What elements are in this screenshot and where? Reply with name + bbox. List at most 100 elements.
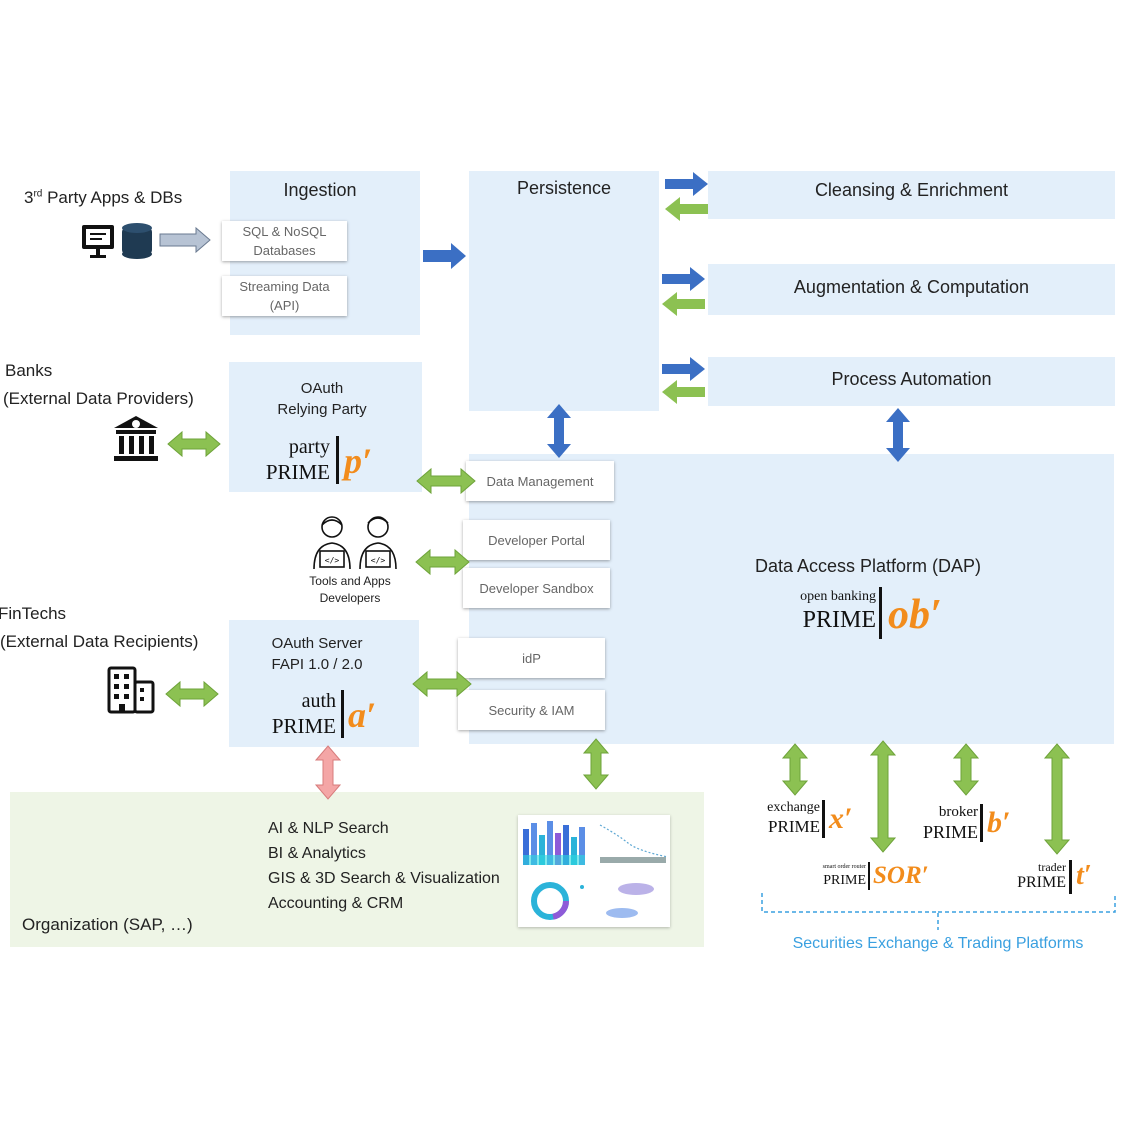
trading-label: Securities Exchange & Trading Platforms (792, 935, 1084, 952)
ob-prime: PRIME (802, 607, 876, 633)
trader-prime-logo: trader PRIME t′ (990, 858, 1110, 898)
ob-small: open banking (800, 589, 876, 604)
sql-nosql-card[interactable]: SQL & NoSQL Databases (222, 221, 347, 261)
analytics-thumbnail (518, 815, 670, 927)
office-building-icon (107, 666, 155, 714)
banks-label-2: (External Data Providers) (3, 389, 194, 408)
party-prime: PRIME (265, 460, 330, 484)
fintechs-label-2: (External Data Recipients) (0, 632, 199, 651)
arrow-persistence-automation-out (662, 357, 705, 381)
cleansing-box (708, 171, 1115, 219)
third-party-title: 3 (24, 188, 34, 207)
exchange-bar (822, 800, 825, 838)
augmentation-title: Augmentation & Computation (793, 277, 1030, 297)
org-item-gis: GIS & 3D Search & Visualization (268, 870, 500, 887)
auth-prime-logo: auth PRIME a′ (250, 686, 410, 742)
arrow-dap-sor (869, 740, 897, 853)
arrow-bank-oauth-rp (167, 430, 221, 458)
arrow-thirdparty-ingestion (159, 226, 211, 254)
arrow-persistence-augmentation-out (662, 267, 705, 291)
arrow-developers-portal (415, 548, 470, 576)
auth-bar (341, 690, 344, 738)
sql-line1: SQL & NoSQL (242, 224, 327, 239)
trader-bar (1069, 860, 1072, 894)
developers-line1: Tools and Apps (309, 574, 391, 588)
trader-prime: PRIME (1017, 874, 1066, 891)
sor-small: smart order router (822, 864, 866, 870)
auth-prime: PRIME (271, 714, 336, 738)
oauth-server-text: OAuth Server FAPI 1.0 / 2.0 (232, 633, 402, 675)
ob-prime-logo: open banking PRIME ob′ (760, 585, 1000, 643)
streaming-data-card[interactable]: Streaming Data (API) (222, 276, 347, 316)
developers-label: Tools and Apps Developers (290, 573, 410, 607)
party-mark: p′ (344, 441, 373, 481)
party-bar (336, 436, 339, 484)
security-iam-card[interactable]: Security & IAM (458, 690, 605, 730)
party-small: party (288, 436, 330, 458)
exchange-prime: PRIME (768, 817, 820, 836)
broker-prime: PRIME (922, 822, 978, 842)
org-item-ai: AI & NLP Search (268, 820, 389, 837)
svg-text:</>: </> (325, 556, 340, 565)
arrow-fintech-oauth-server (165, 680, 219, 708)
sor-prime-logo: smart order router PRIME SOR′ (790, 862, 950, 894)
arrow-automation-persistence-in (662, 380, 705, 404)
sor-mark: SOR′ (873, 862, 929, 889)
dap-title: Data Access Platform (DAP) (754, 556, 982, 576)
arrow-dap-trader (1043, 743, 1071, 855)
auth-small: auth (301, 690, 336, 712)
fintechs-label-1: FinTechs (0, 604, 67, 623)
arrow-dap-organization (582, 738, 610, 790)
ob-mark: ob′ (888, 592, 942, 638)
banks-label-1: Banks (5, 361, 53, 380)
cleansing-title: Cleansing & Enrichment (814, 180, 1009, 200)
persistence-box (469, 171, 659, 411)
persistence-title: Persistence (516, 178, 612, 198)
arrow-dap-broker (952, 743, 980, 796)
developers-line2: Developers (319, 591, 381, 605)
automation-title: Process Automation (831, 369, 992, 389)
bank-icon (114, 416, 158, 461)
broker-prime-logo: broker PRIME b′ (895, 802, 1025, 846)
broker-mark: b′ (987, 806, 1011, 839)
broker-small: broker (938, 804, 978, 820)
developer-portal-card[interactable]: Developer Portal (463, 520, 610, 560)
svg-text:</>: </> (371, 556, 386, 565)
arrow-augmentation-persistence-in (662, 292, 705, 316)
sor-bar (868, 862, 870, 890)
oauth-server-line1: OAuth Server (271, 635, 363, 652)
idp-card[interactable]: idP (458, 638, 605, 678)
arrow-persistence-cleansing-out (665, 172, 708, 196)
streaming-line2: (API) (269, 298, 300, 313)
ob-bar (879, 587, 882, 639)
developer-sandbox-card[interactable]: Developer Sandbox (463, 568, 610, 608)
trader-small: trader (1038, 860, 1066, 874)
augmentation-box (708, 264, 1115, 315)
org-label: Organization (SAP, …) (22, 915, 193, 934)
streaming-line1: Streaming Data (239, 279, 330, 294)
arrow-cleansing-persistence-in (665, 197, 708, 221)
data-management-card[interactable]: Data Management (466, 461, 614, 501)
org-item-accounting: Accounting & CRM (268, 895, 404, 912)
party-prime-logo: party PRIME p′ (250, 432, 410, 488)
exchange-small: exchange (767, 800, 820, 815)
desktop-database-icon (82, 223, 152, 259)
third-party-label: 3rd Party Apps & DBs (24, 188, 182, 208)
org-item-bi: BI & Analytics (268, 845, 366, 862)
auth-mark: a′ (348, 695, 377, 735)
oauth-rp-line1: OAuth (300, 380, 344, 397)
oauth-rp-text: OAuth Relying Party (229, 378, 415, 420)
org-items: AI & NLP Search BI & Analytics GIS & 3D … (268, 816, 500, 916)
automation-box (708, 357, 1115, 406)
sql-line2: Databases (253, 243, 316, 258)
analytics-thumbnail-image (523, 821, 669, 920)
ingestion-title: Ingestion (283, 180, 357, 200)
third-party-sup: rd (33, 188, 43, 200)
oauth-server-line2: FAPI 1.0 / 2.0 (271, 656, 363, 673)
exchange-mark: x′ (829, 802, 853, 835)
arrow-dap-exchange (781, 743, 809, 796)
oauth-rp-line2: Relying Party (277, 401, 367, 418)
arrow-ingestion-persistence (423, 243, 466, 269)
sor-prime: PRIME (823, 873, 866, 888)
oauth-server-box (229, 620, 419, 747)
